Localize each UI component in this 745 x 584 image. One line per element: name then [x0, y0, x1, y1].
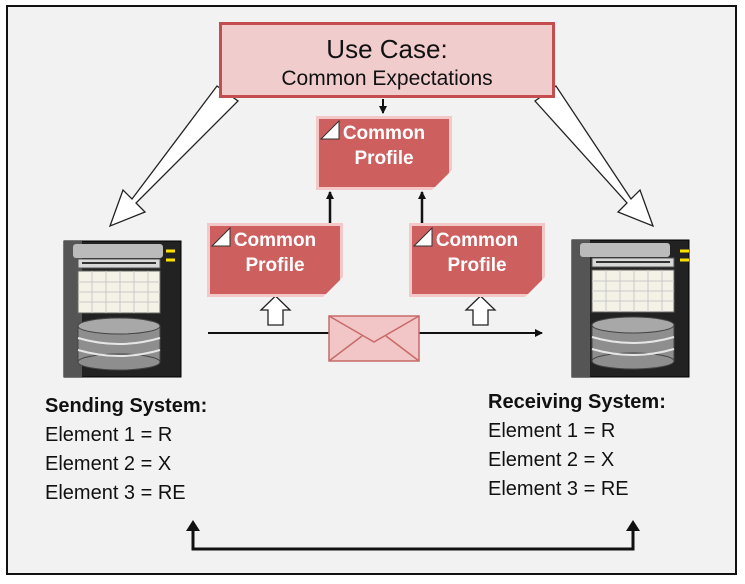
bottom-arrowhead-right	[626, 520, 640, 531]
profile-line1: Common	[233, 230, 317, 251]
sending-element-3: Element 3 = RE	[45, 482, 186, 504]
use-case-title: Use Case:	[326, 34, 448, 64]
profile-line1: Common	[342, 123, 426, 144]
receiving-element-2: Element 2 = X	[488, 449, 615, 471]
use-case-subtitle: Common Expectations	[281, 67, 493, 90]
page-fold-edge	[210, 226, 231, 247]
sending-system-title: Sending System:	[45, 395, 208, 417]
receiving-element-1: Element 1 = R	[488, 420, 616, 442]
hollow-arrow-left-icon	[108, 85, 240, 228]
profile-line2: Profile	[354, 148, 414, 169]
page-fold-edge	[319, 119, 340, 140]
sending-element-1: Element 1 = R	[45, 424, 173, 446]
receiving-element-3: Element 3 = RE	[488, 478, 629, 500]
bottom-bracket-line	[191, 530, 635, 551]
hollow-arrow-right-icon	[534, 85, 655, 228]
page-fold-icon	[432, 170, 452, 190]
small-up-arrow-left-icon	[259, 295, 292, 326]
envelope-icon	[328, 315, 420, 362]
page-fold-icon	[323, 277, 343, 297]
receiving-system-title: Receiving System:	[488, 391, 666, 413]
profile-line1: Common	[435, 230, 519, 251]
sending-system-label: Sending System: Element 1 = R Element 2 …	[45, 392, 207, 508]
use-case-box: Use Case: Common Expectations	[219, 22, 555, 98]
common-profile-right: Common Profile	[409, 223, 545, 297]
sending-server-icon	[63, 240, 182, 378]
common-profile-top: Common Profile	[316, 116, 452, 190]
page-fold-icon	[525, 277, 545, 297]
receiving-system-label: Receiving System: Element 1 = R Element …	[488, 388, 666, 504]
common-profile-left: Common Profile	[207, 223, 343, 297]
page-fold-edge	[412, 226, 433, 247]
receiving-server-icon	[571, 239, 690, 378]
sending-element-2: Element 2 = X	[45, 453, 172, 475]
profile-line2: Profile	[245, 255, 305, 276]
small-up-arrow-right-icon	[464, 295, 497, 326]
bottom-arrowhead-left	[186, 520, 200, 531]
profile-line2: Profile	[447, 255, 507, 276]
